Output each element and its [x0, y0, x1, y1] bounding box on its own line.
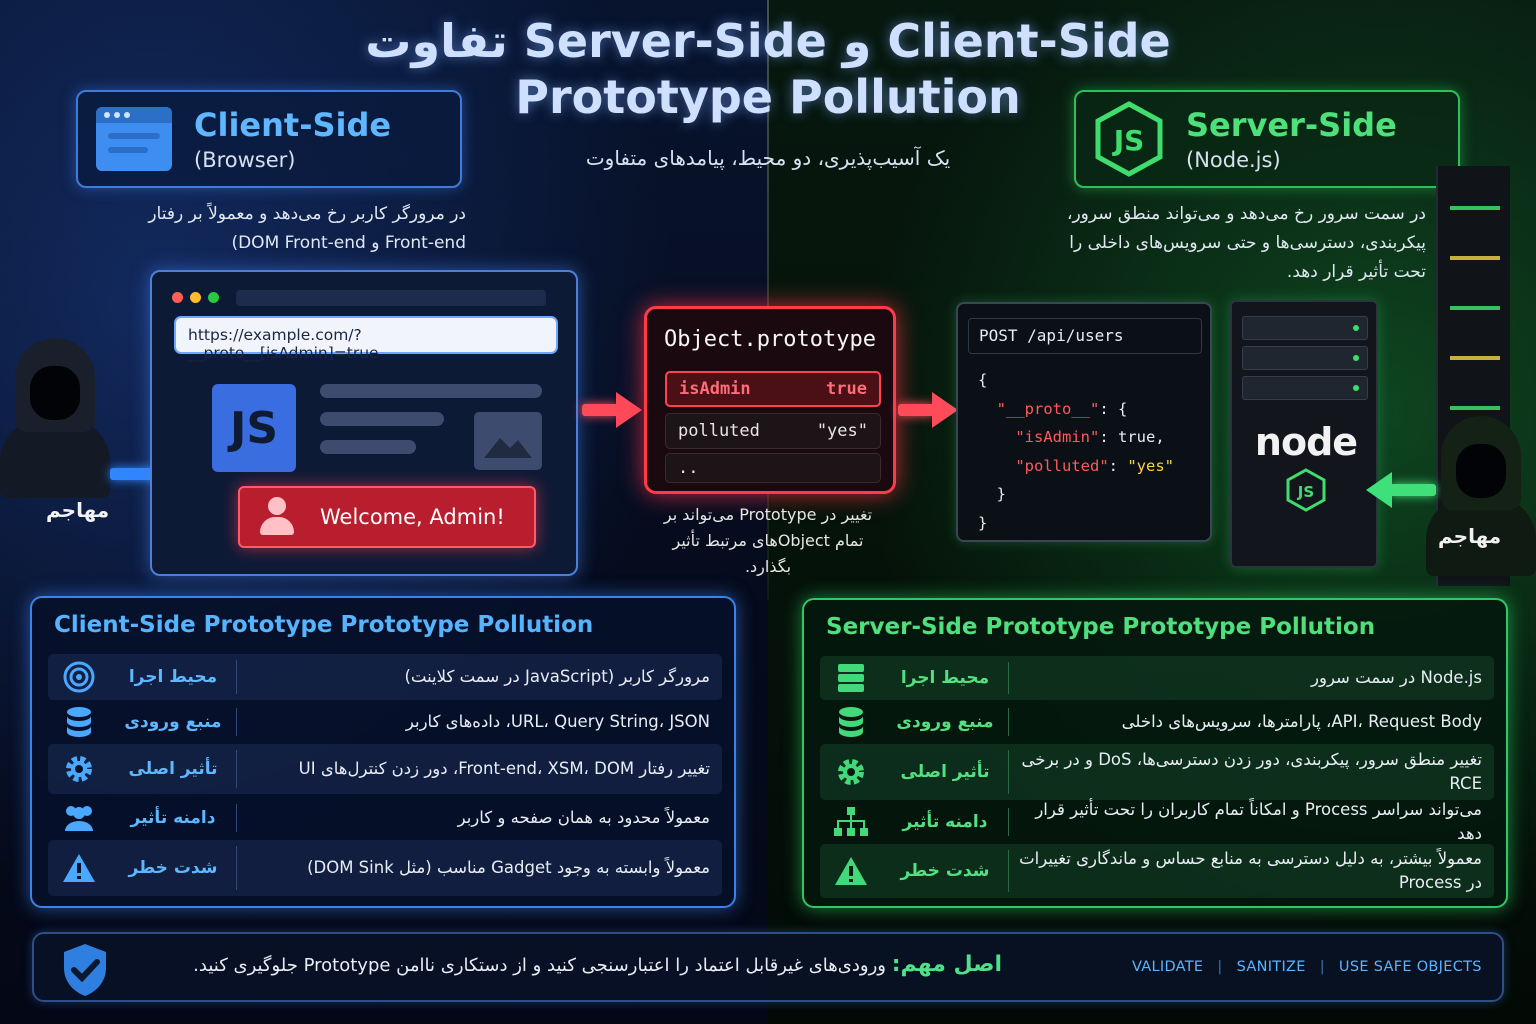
placeholder-line: [320, 384, 542, 398]
gear-icon: [820, 755, 882, 789]
table-row: تأثیر اصلی تغییر منطق سرور، پیکربندی، دو…: [820, 744, 1494, 800]
database-icon: [820, 706, 882, 738]
prototype-title: Object.prototype: [664, 327, 876, 352]
pollution-arrow-right: [898, 392, 958, 428]
welcome-admin-banner: Welcome, Admin!: [238, 486, 536, 548]
table-row: شدت خطر معمولاً بیشتر، به دلیل دسترسی به…: [820, 844, 1494, 898]
table-row: محیط اجرا Node.js در سمت سرور: [820, 656, 1494, 700]
attacker-right-label: مهاجم: [1438, 524, 1502, 548]
js-hexagon-icon: JS: [1094, 101, 1164, 177]
server-side-table: Server-Side Prototype Prototype Pollutio…: [802, 598, 1508, 908]
js-logo-icon: JS: [212, 384, 296, 472]
request-code-panel: POST /api/users { "__proto__": { "isAdmi…: [956, 302, 1212, 542]
footer-tags: VALIDATE| SANITIZE| USE SAFE OBJECTS: [1132, 959, 1482, 975]
client-side-table: Client-Side Prototype Prototype Pollutio…: [30, 596, 736, 908]
server-side-description: در سمت سرور رخ می‌دهد و می‌تواند منطق سر…: [1066, 204, 1426, 282]
client-side-description: در مرورگر کاربر رخ می‌دهد و معمولاً بر ر…: [148, 204, 466, 253]
browser-tab-strip: [236, 290, 546, 306]
tag-sanitize: SANITIZE: [1236, 959, 1306, 975]
client-side-title: Client-Side: [194, 106, 392, 144]
tag-validate: VALIDATE: [1132, 959, 1204, 975]
nodejs-hex-icon: JS: [1286, 468, 1326, 512]
page-title-line2: Prototype Pollution: [515, 70, 1021, 124]
prototype-caption: تغییر در Prototype می‌تواند بر تمام Obje…: [663, 505, 873, 576]
shield-check-icon: [60, 942, 110, 998]
table-row: منبع ورودی API، Request Body، پارامترها،…: [820, 702, 1494, 742]
warning-icon: [820, 855, 882, 887]
attacker-left-label: مهاجم: [46, 498, 110, 522]
attack-arrow-right: [1366, 472, 1436, 508]
footer-message: اصل مهم: ورودی‌های غیرقابل اعتماد را اعت…: [170, 952, 1002, 977]
browser-mockup: https://example.com/?__proto__[isAdmin]=…: [150, 270, 578, 576]
pollution-arrow-left: [582, 392, 642, 428]
svg-text:JS: JS: [1297, 483, 1314, 501]
table-row: شدت خطر معمولاً وابسته به وجود Gadget من…: [48, 840, 722, 896]
table-row: منبع ورودی URL، Query String، JSON، داده…: [48, 702, 722, 742]
target-icon: [48, 660, 110, 694]
database-icon: [48, 706, 110, 738]
warning-icon: [48, 852, 110, 884]
server-side-subtitle: (Node.js): [1186, 148, 1281, 172]
request-line: POST /api/users: [968, 318, 1202, 354]
users-icon: [48, 803, 110, 833]
node-server-tower: node JS: [1230, 300, 1378, 568]
prototype-row-ellipsis: ..: [665, 453, 881, 483]
center-divider: [767, 0, 769, 600]
footer-highlight: اصل مهم:: [891, 952, 1002, 977]
server-icon: [820, 662, 882, 694]
table-row: دامنه تأثیر می‌تواند سراسر Process و امک…: [820, 800, 1494, 843]
footer-text: ورودی‌های غیرقابل اعتماد را اعتبارسنجی ک…: [193, 955, 886, 976]
gear-icon: [48, 752, 110, 786]
user-icon: [258, 497, 296, 537]
client-side-subtitle: (Browser): [194, 148, 296, 172]
url-bar[interactable]: https://example.com/?__proto__[isAdmin]=…: [174, 316, 558, 362]
client-side-header: Client-Side (Browser): [76, 90, 462, 188]
table-row: دامنه تأثیر معمولاً محدود به همان صفحه و…: [48, 798, 722, 838]
welcome-text: Welcome, Admin!: [320, 505, 505, 529]
browser-window-icon: [96, 107, 172, 171]
placeholder-line: [320, 440, 416, 454]
prototype-row-polluted: polluted"yes": [665, 413, 881, 449]
image-placeholder-icon: [474, 412, 542, 470]
attacker-left-figure: [0, 338, 110, 498]
server-table-title: Server-Side Prototype Prototype Pollutio…: [826, 614, 1376, 640]
page-subtitle: یک آسیب‌پذیری، دو محیط، پیامدهای متفاوت: [585, 146, 951, 170]
attacker-right-figure: [1426, 416, 1536, 576]
server-side-header: JS Server-Side (Node.js): [1074, 90, 1460, 188]
client-table-title: Client-Side Prototype Prototype Pollutio…: [54, 612, 594, 638]
tag-use-safe-objects: USE SAFE OBJECTS: [1338, 959, 1482, 975]
hierarchy-icon: [820, 806, 882, 838]
table-row: محیط اجرا مرورگر کاربر (JavaScript در سم…: [48, 654, 722, 700]
request-body-code: { "__proto__": { "isAdmin": true, "pollu…: [978, 371, 1174, 532]
footer-banner: اصل مهم: ورودی‌های غیرقابل اعتماد را اعت…: [32, 932, 1504, 1002]
page-title: تفاوت Server-Side و Client-Side: [365, 14, 1171, 68]
server-side-title: Server-Side: [1186, 106, 1397, 144]
placeholder-line: [320, 412, 444, 426]
svg-text:JS: JS: [1112, 124, 1145, 157]
table-row: تأثیر اصلی تغییر رفتار Front-end، XSM، D…: [48, 744, 722, 794]
nodejs-logo-text: node: [1254, 420, 1358, 464]
